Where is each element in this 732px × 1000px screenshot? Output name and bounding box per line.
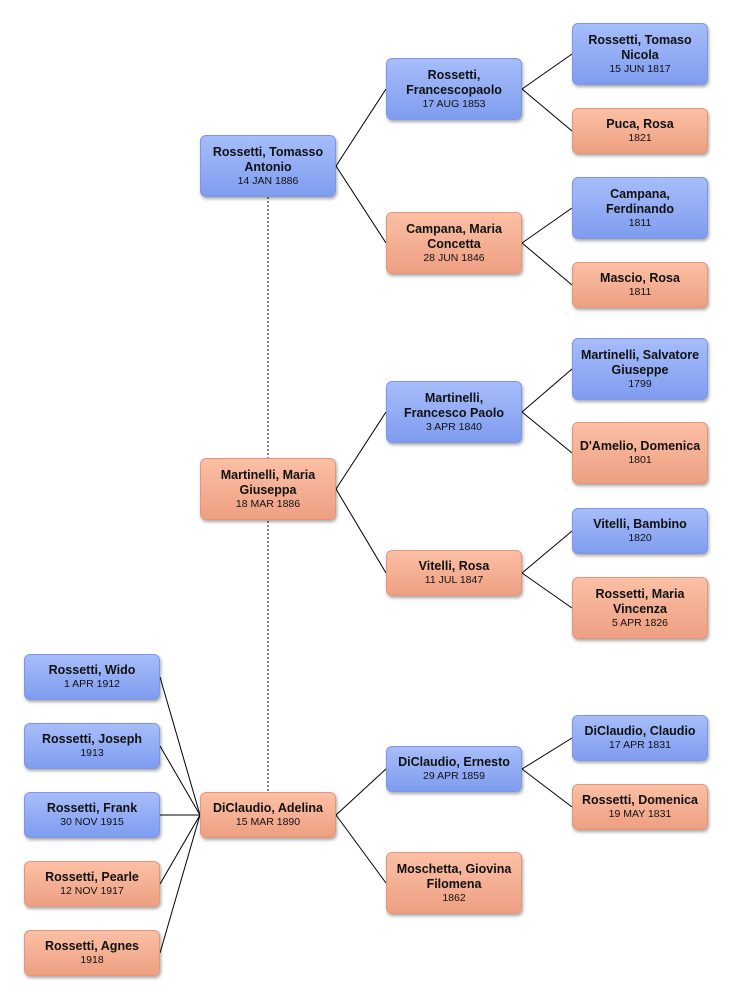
person-date: 1 APR 1912 xyxy=(63,678,121,690)
parent-line-tomasso-francescopaolo xyxy=(335,88,387,167)
person-name: Campana, Maria Concetta xyxy=(406,221,502,251)
person-name: DiClaudio, Adelina xyxy=(213,801,323,815)
parent-line-maria-vitellirosa xyxy=(335,488,387,574)
person-date: 3 APR 1840 xyxy=(425,420,483,433)
parent-line-ernesto-claudio xyxy=(521,737,573,770)
parent-line-tomasso-mconcetta xyxy=(335,165,387,244)
person-name: Rossetti, Tomaso Nicola xyxy=(588,32,692,62)
person-date: 18 MAR 1886 xyxy=(235,497,301,510)
person-name: DiClaudio, Ernesto xyxy=(398,755,510,769)
person-date: 28 JUN 1846 xyxy=(423,251,485,264)
parent-line-ernesto-domenica xyxy=(521,768,573,808)
person-date: 29 APR 1859 xyxy=(423,770,485,782)
person-date: 14 JAN 1886 xyxy=(237,174,299,187)
parent-line-adelina-ernesto xyxy=(335,768,387,816)
person-name: Rossetti, Maria Vincenza xyxy=(595,586,685,616)
parent-line-mconcetta-ferdinando xyxy=(521,207,573,244)
person-name: DiClaudio, Claudio xyxy=(584,724,696,738)
parent-line-mconcetta-mascio xyxy=(521,242,573,286)
parent-line-francescopaolo-tnicola xyxy=(521,53,573,90)
person-name: Martinelli, Francesco Paolo xyxy=(403,390,505,420)
person-date: 11 JUL 1847 xyxy=(424,574,484,586)
person-name: Campana, Ferdinando xyxy=(605,186,675,216)
person-name: Rossetti, Domenica xyxy=(581,793,698,807)
parent-line-francescopaolo-puca xyxy=(521,88,573,132)
person-name: Rossetti, Frank xyxy=(46,801,138,815)
person-date: 1811 xyxy=(628,216,652,229)
person-name: Rossetti, Tomasso Antonio xyxy=(212,144,324,174)
person-name: Rossetti, Pearle xyxy=(45,870,139,884)
person-date: 17 APR 1831 xyxy=(609,739,671,751)
child-line-pearle xyxy=(159,814,201,885)
parent-line-adelina-giovina xyxy=(335,814,387,884)
person-name: Martinelli, Salvatore Giuseppe xyxy=(580,347,700,377)
child-line-wido xyxy=(159,676,201,816)
parent-line-fpaolo-damelio xyxy=(521,411,573,454)
person-name: Rossetti, Joseph xyxy=(41,732,143,746)
person-name: Moschetta, Giovina Filomena xyxy=(396,861,512,891)
person-date: 1811 xyxy=(628,286,652,298)
person-name: D'Amelio, Domenica xyxy=(579,439,701,453)
person-date: 19 MAY 1831 xyxy=(608,808,672,820)
person-date: 1821 xyxy=(628,132,652,144)
person-name: Vitelli, Bambino xyxy=(593,517,687,531)
person-date: 1801 xyxy=(628,454,652,466)
person-name: Vitelli, Rosa xyxy=(418,559,490,573)
parent-line-fpaolo-salvatore xyxy=(521,368,573,413)
child-line-agnes xyxy=(159,814,201,954)
person-date: 15 MAR 1890 xyxy=(235,816,301,828)
person-name: Rossetti, Agnes xyxy=(44,939,139,953)
person-name: Mascio, Rosa xyxy=(600,271,680,285)
parent-line-vitellirosa-bambino xyxy=(521,530,573,574)
person-name: Rossetti, Wido xyxy=(48,663,136,677)
parent-line-vitellirosa-mvincenza xyxy=(521,572,573,609)
person-date: 12 NOV 1917 xyxy=(60,885,124,897)
person-date: 30 NOV 1915 xyxy=(60,816,124,828)
person-date: 15 JUN 1817 xyxy=(609,62,671,75)
person-date: 17 AUG 1853 xyxy=(422,97,486,110)
person-name: Martinelli, Maria Giuseppa xyxy=(220,467,316,497)
child-line-joseph xyxy=(159,745,201,816)
person-date: 1799 xyxy=(628,377,652,390)
person-name: Rossetti, Francescopaolo xyxy=(406,67,502,97)
person-date: 1820 xyxy=(628,532,652,544)
person-date: 1913 xyxy=(80,747,104,759)
parent-line-maria-fpaolo xyxy=(335,411,387,490)
person-date: 1918 xyxy=(80,954,104,966)
person-name: Puca, Rosa xyxy=(606,117,674,131)
person-date: 5 APR 1826 xyxy=(611,616,669,629)
person-date: 1862 xyxy=(442,891,466,904)
